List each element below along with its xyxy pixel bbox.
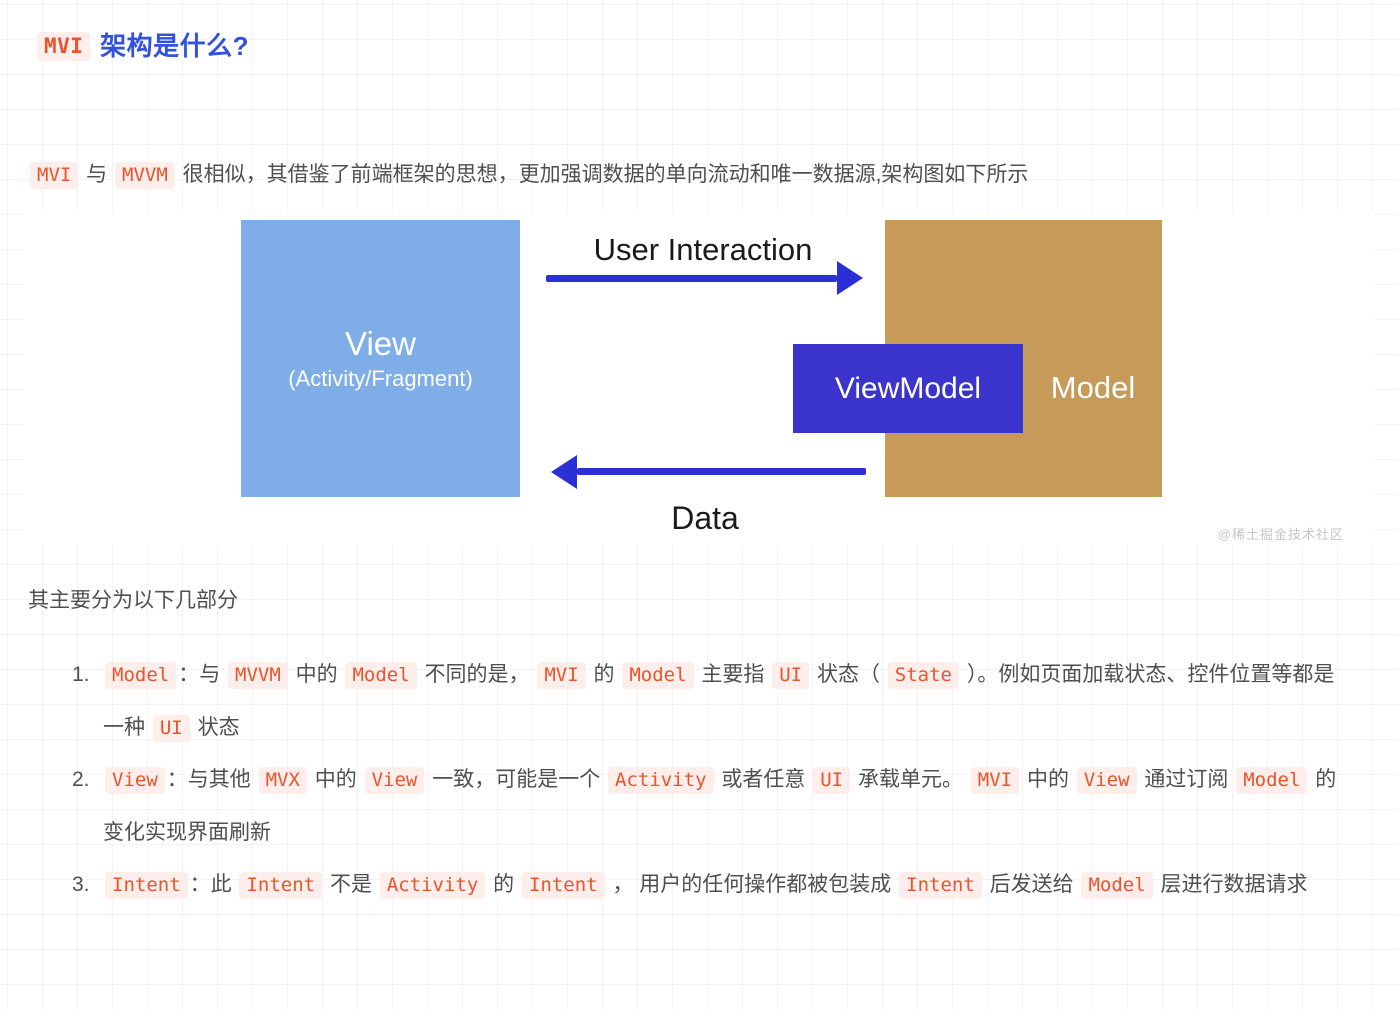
text-run: 或者任意: [715, 768, 812, 791]
list-item-number: 1.: [72, 663, 90, 686]
mvi-architecture-diagram: View (Activity/Fragment) Model ViewModel…: [24, 212, 1374, 546]
inline-code: MVI: [30, 162, 79, 189]
text-run: ）。例如页面加载状态、控件位置等都是一种: [103, 663, 1335, 739]
user-interaction-arrow-line: [546, 275, 837, 282]
text-run: 不同的是，: [418, 663, 536, 686]
inline-code: MVI: [37, 32, 91, 61]
inline-code: State: [887, 662, 959, 689]
arrow-left-head-icon: [551, 455, 577, 489]
data-arrow-line: [577, 468, 866, 475]
inline-code: MVVM: [115, 162, 175, 189]
section-lead: 其主要分为以下几部分: [28, 589, 238, 612]
text-run: 不是: [324, 873, 378, 896]
text-run: 很相似，其借鉴了前端框架的思想，更加强调数据的单向流动和唯一数据源,架构图如下所…: [176, 163, 1029, 186]
inline-code: View: [1076, 767, 1137, 794]
list-item-view: 2. View：与其他 MVX 中的 View 一致，可能是一个 Activit…: [72, 754, 1354, 859]
arrow-right-head-icon: [837, 261, 863, 295]
parts-list: 1. Model：与 MVVM 中的 Model 不同的是， MVI 的 Mod…: [72, 649, 1354, 912]
view-box-title: View: [345, 324, 416, 362]
list-item-text: Intent：此 Intent 不是 Activity 的 Intent ， 用…: [103, 859, 1354, 912]
text-run: 架构是什么?: [92, 31, 250, 61]
page-title: MVI 架构是什么?: [35, 26, 249, 63]
text-run: 通过订阅: [1138, 768, 1235, 791]
list-item-text: Model：与 MVVM 中的 Model 不同的是， MVI 的 Model …: [103, 649, 1354, 754]
text-run: 状态（: [811, 663, 886, 686]
inline-code: MVI: [537, 662, 586, 689]
data-label: Data: [671, 500, 739, 536]
watermark: @稀土掘金技术社区: [1217, 527, 1344, 542]
text-run: 层进行数据请求: [1154, 873, 1308, 896]
inline-code: Intent: [105, 872, 188, 899]
view-box-subtitle: (Activity/Fragment): [288, 365, 473, 391]
inline-code: MVX: [258, 767, 307, 794]
text-run: 状态: [191, 715, 240, 739]
inline-code: Model: [1081, 872, 1153, 899]
diagram-view-box: View (Activity/Fragment): [241, 220, 520, 497]
list-item-number: 3.: [72, 873, 90, 896]
text-run: 中的: [1021, 768, 1075, 791]
inline-code: Model: [622, 662, 694, 689]
inline-code: Model: [105, 662, 177, 689]
text-run: ：与其他: [166, 768, 257, 791]
intro-paragraph: MVI 与 MVVM 很相似，其借鉴了前端框架的思想，更加强调数据的单向流动和唯…: [28, 158, 1373, 192]
text-run: 中的: [308, 768, 363, 791]
inline-code: MVI: [970, 767, 1020, 794]
inline-code: Intent: [899, 872, 982, 899]
text-run: 的: [587, 663, 621, 686]
inline-code: MVVM: [228, 662, 288, 689]
list-item-intent: 3. Intent：此 Intent 不是 Activity 的 Intent …: [72, 859, 1354, 912]
list-item-number: 2.: [72, 768, 90, 791]
model-box-label: Model: [1050, 370, 1136, 405]
inline-code: Model: [1236, 767, 1308, 794]
text-run: 承载单元。: [852, 768, 969, 791]
text-run: 的: [487, 873, 520, 896]
text-run: 的变化实现界面刷新: [103, 768, 1337, 844]
user-interaction-label: User Interaction: [593, 232, 813, 267]
inline-code: View: [105, 767, 165, 794]
inline-code: Intent: [521, 872, 605, 899]
text-run: 一致，可能是一个: [426, 768, 607, 791]
inline-code: Intent: [239, 872, 323, 899]
inline-code: View: [364, 767, 425, 794]
text-run: ：与: [178, 663, 227, 686]
inline-code: Activity: [379, 872, 486, 899]
text-run: 主要指: [695, 663, 771, 686]
inline-code: Model: [345, 662, 417, 689]
list-item-model: 1. Model：与 MVVM 中的 Model 不同的是， MVI 的 Mod…: [72, 649, 1354, 754]
viewmodel-box-label: ViewModel: [834, 371, 982, 405]
inline-code: UI: [813, 767, 851, 794]
list-item-text: View：与其他 MVX 中的 View 一致，可能是一个 Activity 或…: [103, 754, 1354, 859]
inline-code: UI: [152, 714, 190, 742]
inline-code: Activity: [608, 767, 714, 794]
text-run: 中的: [289, 663, 344, 686]
text-run: 与: [80, 163, 113, 186]
text-run: ， 用户的任何操作都被包装成: [606, 873, 898, 896]
inline-code: UI: [772, 662, 810, 689]
text-run: ：此: [189, 873, 238, 896]
text-run: 后发送给: [983, 873, 1080, 896]
diagram-viewmodel-box: ViewModel: [793, 344, 1023, 433]
